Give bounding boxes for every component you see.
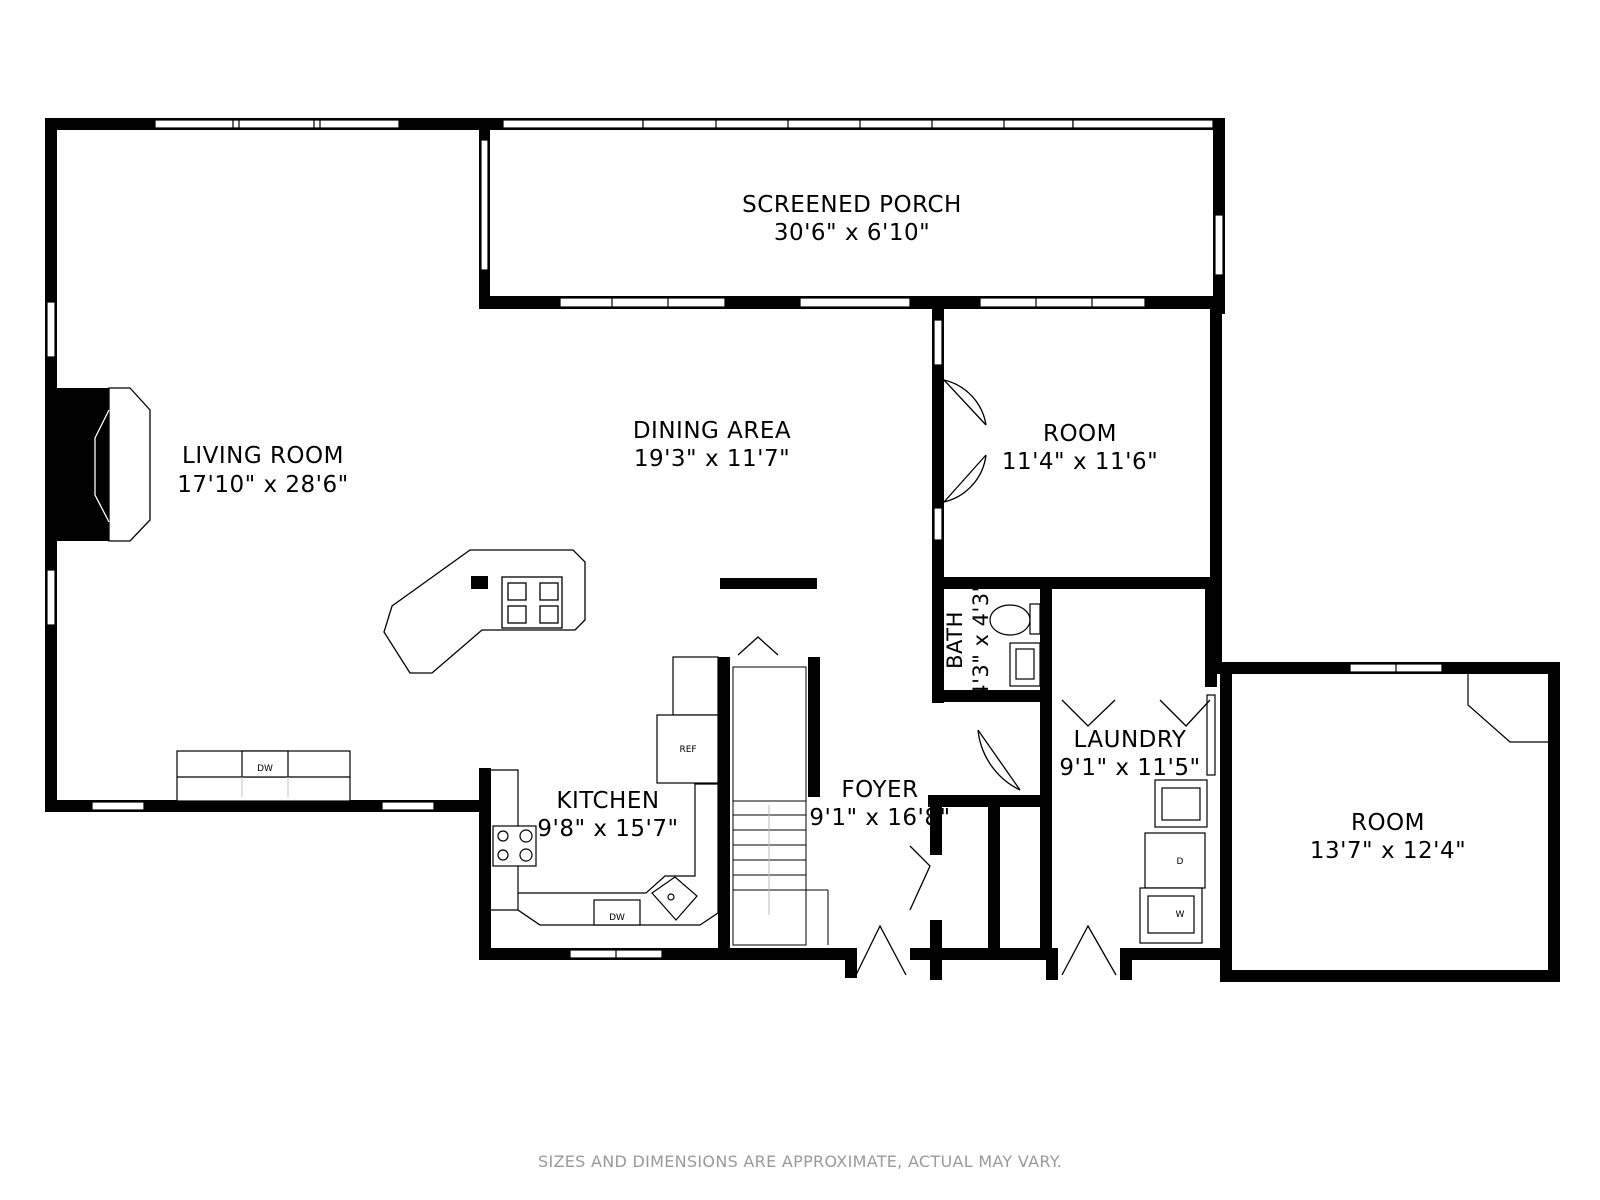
- room-name: DINING AREA: [633, 418, 791, 444]
- room-size: 19'3" x 11'7": [634, 446, 790, 472]
- kitchen-island: [383, 549, 586, 674]
- windows: [46, 119, 1443, 959]
- laundry-fixtures: [1139, 779, 1208, 944]
- room-size: 9'8" x 15'7": [537, 816, 678, 842]
- doors: [737, 379, 1211, 976]
- room-size: 9'1" x 16'8": [809, 805, 950, 831]
- room-name: SCREENED PORCH: [742, 192, 962, 218]
- room-dining-area: DINING AREA 19'3" x 11'7": [633, 418, 791, 472]
- room-laundry: LAUNDRY 9'1" x 11'5": [1059, 727, 1200, 781]
- room-name: ROOM: [1043, 421, 1117, 447]
- room-living-room: LIVING ROOM 17'10" x 28'6": [177, 443, 348, 498]
- disclaimer-text: SIZES AND DIMENSIONS ARE APPROXIMATE, AC…: [538, 1152, 1062, 1171]
- room-foyer: FOYER 9'1" x 16'8": [809, 777, 950, 831]
- room-screened-porch: SCREENED PORCH 30'6" x 6'10": [742, 192, 962, 246]
- washer-label: W: [1176, 910, 1185, 920]
- room-size: 17'10" x 28'6": [177, 472, 348, 498]
- room-name: LIVING ROOM: [182, 443, 344, 469]
- room-name: LAUNDRY: [1074, 727, 1187, 753]
- room-size: 13'7" x 12'4": [1310, 838, 1466, 864]
- room-size: 11'4" x 11'6": [1002, 449, 1158, 475]
- closet-corner: [1467, 674, 1548, 743]
- room-right: ROOM 13'7" x 12'4": [1310, 810, 1466, 864]
- fireplace: [57, 387, 151, 542]
- living-counter: [176, 750, 351, 802]
- dryer-label: D: [1177, 857, 1184, 867]
- room-bath: BATH 4'3" x 4'3": [943, 582, 993, 698]
- refrigerator-label: REF: [679, 745, 696, 755]
- room-name: BATH: [943, 611, 967, 669]
- room-size: 30'6" x 6'10": [774, 220, 930, 246]
- room-name: ROOM: [1351, 810, 1425, 836]
- kitchen-cabinets: [491, 656, 719, 926]
- room-upper: ROOM 11'4" x 11'6": [1002, 421, 1158, 475]
- stairs: [732, 666, 829, 946]
- bath-fixtures: [989, 603, 1041, 687]
- room-size: 9'1" x 11'5": [1059, 755, 1200, 781]
- room-size: 4'3" x 4'3": [969, 582, 993, 698]
- dishwasher-label: DW: [257, 764, 273, 774]
- room-kitchen: KITCHEN 9'8" x 15'7": [537, 788, 678, 842]
- dishwasher-label: DW: [609, 913, 625, 923]
- room-name: KITCHEN: [556, 788, 659, 814]
- room-name: FOYER: [841, 777, 918, 803]
